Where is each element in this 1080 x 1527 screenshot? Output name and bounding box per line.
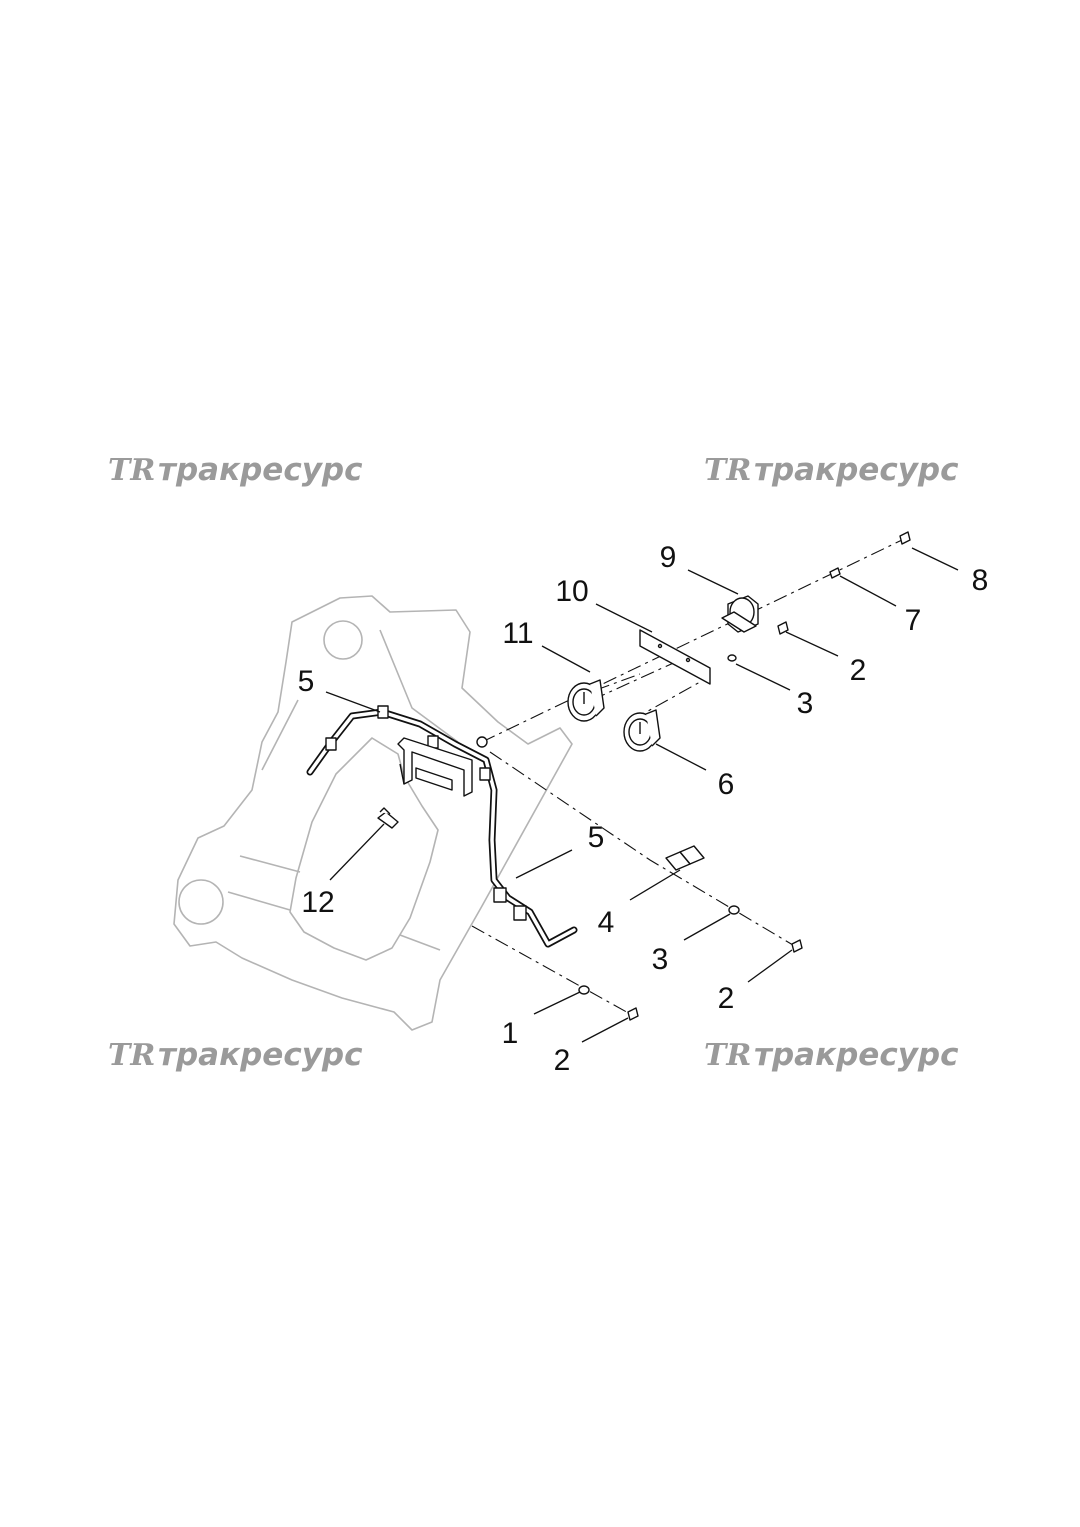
- watermark-top-left: TR тракресурс: [108, 452, 363, 488]
- alarm-9: [721, 595, 759, 633]
- leader-lines: [325, 547, 959, 1043]
- callout-1: 1: [502, 1017, 519, 1050]
- callout-2-mid: 2: [718, 982, 735, 1015]
- callout-2-top: 2: [850, 654, 867, 687]
- watermark-text: тракресурс: [754, 1037, 959, 1073]
- callout-5-top: 5: [298, 665, 315, 698]
- watermark-logo: TR: [108, 1038, 155, 1073]
- horn-11: [567, 679, 605, 722]
- callout-9: 9: [660, 541, 677, 574]
- watermark-text: тракресурс: [158, 452, 363, 488]
- frame-outline: [173, 595, 573, 1031]
- callout-12: 12: [301, 886, 334, 919]
- fitting-12: [377, 807, 399, 829]
- callout-2-bottom: 2: [554, 1044, 571, 1077]
- callout-6: 6: [718, 768, 735, 801]
- watermark-text: тракресурс: [158, 1037, 363, 1073]
- callout-11: 11: [502, 617, 533, 650]
- callout-8: 8: [972, 564, 989, 597]
- watermark-bottom-right: TR тракресурс: [704, 1037, 959, 1073]
- callout-3-bottom: 3: [652, 943, 669, 976]
- watermark-logo: TR: [704, 453, 751, 488]
- watermark-logo: TR: [704, 1038, 751, 1073]
- hardware: [476, 531, 911, 1021]
- callout-7: 7: [905, 604, 922, 637]
- watermark-bottom-left: TR тракресурс: [108, 1037, 363, 1073]
- wiring-harness: [306, 705, 578, 948]
- horn-6: [623, 709, 661, 752]
- callout-4: 4: [598, 906, 615, 939]
- callout-10: 10: [555, 575, 588, 608]
- callout-5-bottom: 5: [588, 821, 605, 854]
- callout-numbers: 9 8 10 7 11 2 5 3 6 5 12 4 3 2 1 2: [298, 541, 989, 1077]
- harness-bracket: [397, 737, 473, 797]
- watermark-top-right: TR тракресурс: [704, 452, 959, 488]
- watermark-logo: TR: [108, 453, 155, 488]
- watermark-text: тракресурс: [754, 452, 959, 488]
- plate-10: [639, 629, 711, 685]
- callout-3-top: 3: [797, 687, 814, 720]
